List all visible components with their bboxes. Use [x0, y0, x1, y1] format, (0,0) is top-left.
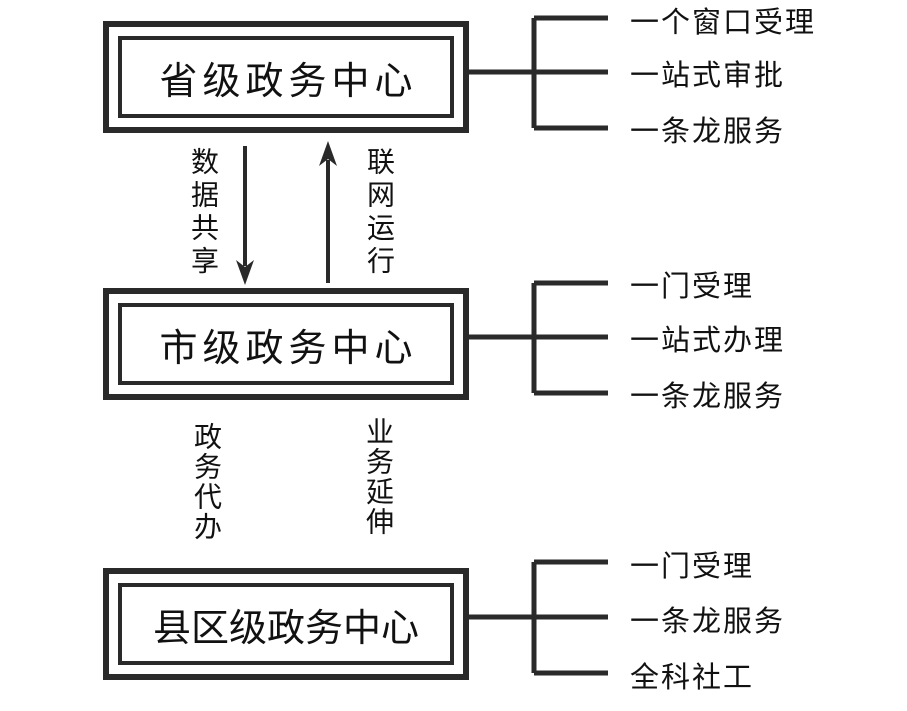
feature-item-door-acceptance: 一门受理 [630, 271, 755, 303]
feature-item-window-acceptance: 一个窗口受理 [630, 7, 817, 39]
feature-item-full-service: 一条龙服务 [630, 381, 786, 413]
node-county-center: 县区级政务中心 [103, 568, 469, 680]
feature-item-full-service: 一条龙服务 [630, 116, 786, 148]
node-label-county: 县区级政务中心 [152, 607, 419, 650]
feature-item-onestop-approval: 一站式审批 [630, 60, 786, 92]
node-inner-border: 市级政务中心 [118, 303, 454, 385]
feature-item-onestop-handling: 一站式办理 [630, 325, 786, 357]
arrow-up-icon [319, 141, 337, 283]
node-inner-border: 县区级政务中心 [118, 583, 454, 665]
node-municipal-center: 市级政务中心 [103, 288, 469, 400]
feature-item-door-acceptance: 一门受理 [630, 551, 755, 583]
bracket-municipal [468, 280, 608, 396]
arrow-down-icon [236, 146, 254, 285]
flow-label-agency-service: 政务代办 [190, 422, 221, 542]
node-provincial-center: 省级政务中心 [103, 21, 469, 133]
flow-label-network-operation: 联网运行 [363, 147, 394, 279]
node-label-municipal: 市级政务中心 [159, 327, 418, 370]
node-label-provincial: 省级政务中心 [159, 60, 418, 103]
bracket-provincial [468, 15, 608, 131]
bracket-county [468, 559, 608, 676]
feature-item-social-workers: 全科社工 [630, 662, 755, 694]
flow-label-data-sharing: 数据共享 [187, 147, 218, 279]
feature-item-full-service: 一条龙服务 [630, 606, 786, 638]
flow-label-business-extension: 业务延伸 [362, 417, 393, 537]
node-inner-border: 省级政务中心 [118, 36, 454, 118]
